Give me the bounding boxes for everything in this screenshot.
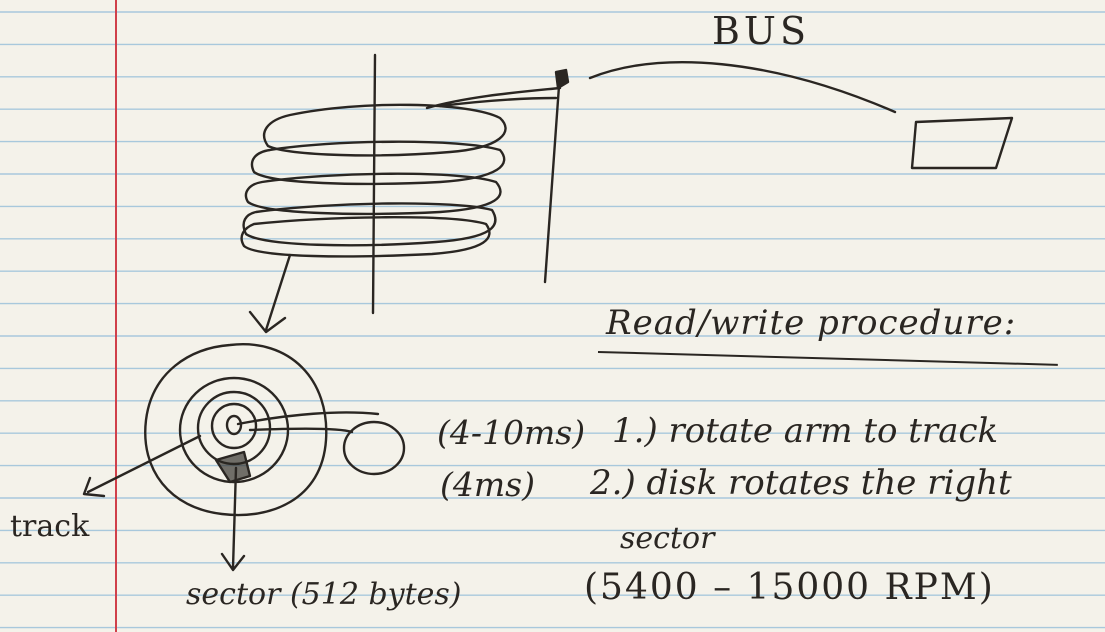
step-1-text: 1.) rotate arm to track bbox=[612, 411, 999, 451]
platter-3 bbox=[244, 172, 502, 216]
ruled-lines bbox=[0, 11, 1105, 629]
track-label: track bbox=[10, 509, 90, 544]
track-arrow bbox=[82, 434, 202, 498]
disk-platter-stack bbox=[240, 103, 507, 258]
disk-outer-edge bbox=[144, 343, 328, 517]
step-2-time: (4ms) bbox=[440, 465, 535, 504]
procedure-heading: Read/write procedure: bbox=[606, 303, 1017, 343]
disk-top-view bbox=[144, 343, 328, 517]
sector-arrow bbox=[220, 466, 246, 572]
disk-hub bbox=[225, 414, 243, 436]
rpm-range: (5400 – 15000 RPM) bbox=[584, 567, 995, 608]
track-ring-2 bbox=[196, 390, 272, 466]
actuator-post bbox=[543, 70, 562, 284]
platter-4 bbox=[242, 202, 497, 247]
bus-label: BUS bbox=[712, 9, 810, 53]
top-view-arm-pivot bbox=[342, 420, 406, 476]
platter-1 bbox=[262, 103, 507, 157]
bus-wire bbox=[588, 61, 897, 114]
step-2-continuation: sector bbox=[620, 521, 715, 556]
platter-2 bbox=[250, 140, 506, 186]
controller-box bbox=[910, 116, 1014, 170]
read-write-arm bbox=[425, 86, 562, 110]
sector-label: sector (512 bytes) bbox=[186, 577, 462, 612]
platter-5 bbox=[240, 216, 491, 258]
arm-pivot bbox=[554, 68, 570, 90]
spindle bbox=[371, 53, 377, 315]
top-view-arm bbox=[236, 411, 380, 434]
sector-mark bbox=[214, 450, 252, 484]
track-ring-1 bbox=[210, 402, 258, 450]
step-1-time: (4-10ms) bbox=[437, 413, 586, 452]
step-2-text: 2.) disk rotates the right bbox=[590, 463, 1012, 503]
zoom-arrow bbox=[248, 253, 292, 334]
